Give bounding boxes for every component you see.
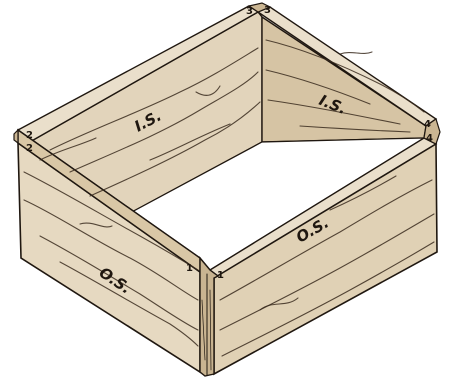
back-right-board-inner-face (262, 17, 426, 142)
corner-number-front-left: 1 (186, 263, 193, 274)
corner-number-back-right: 3 (264, 5, 271, 16)
left-corner-end-grain (14, 130, 18, 143)
corner-number-front-right: 1 (217, 270, 224, 281)
corner-number-right-bottom: 4 (426, 133, 433, 144)
corner-number-back-left: 3 (246, 6, 253, 17)
corner-number-right-top: 4 (424, 119, 431, 130)
corner-number-left-top: 2 (26, 130, 33, 141)
corner-number-left-bottom: 2 (26, 143, 33, 154)
